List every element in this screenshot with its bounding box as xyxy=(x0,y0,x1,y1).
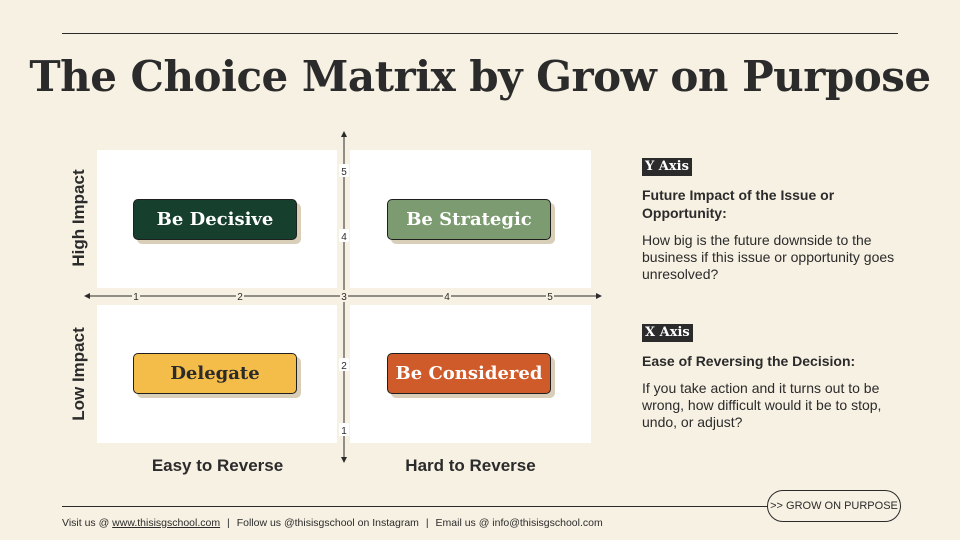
x-tick-label: 3 xyxy=(341,292,347,303)
x-axis-subheading: Ease of Reversing the Decision: xyxy=(642,353,856,369)
x-tick-bg xyxy=(132,290,140,302)
footer-separator: | xyxy=(425,517,429,529)
y-tick-bg xyxy=(339,229,349,242)
x-tick-bg xyxy=(236,290,244,302)
quadrant-be-considered: Be Considered xyxy=(387,353,551,394)
y-label-low-impact: Low Impact xyxy=(69,327,88,421)
y-tick-label: 1 xyxy=(341,426,347,437)
y-label-high-impact: High Impact xyxy=(69,169,88,267)
grow-on-purpose-button[interactable]: >> GROW ON PURPOSE xyxy=(767,490,901,522)
x-axis-arrow-left xyxy=(84,293,90,299)
x-axis-arrow-right xyxy=(596,293,602,299)
quadrant-be-strategic: Be Strategic xyxy=(387,199,551,240)
x-tick-label: 2 xyxy=(237,292,243,303)
footer-visit-prefix: Visit us @ xyxy=(62,517,110,529)
footer-separator: | xyxy=(227,517,230,529)
footer: Visit us @ www.thisisgschool.com | Follo… xyxy=(62,517,603,529)
x-axis-heading: X Axis xyxy=(642,324,693,342)
x-axis-description: If you take action and it turns out to b… xyxy=(642,380,882,430)
x-tick-label: 4 xyxy=(444,292,450,303)
website-link[interactable]: www.thisisgschool.com xyxy=(112,517,221,529)
y-axis-arrow-down xyxy=(341,457,347,463)
y-tick-bg xyxy=(339,358,349,371)
x-label-hard-to-reverse: Hard to Reverse xyxy=(405,456,536,475)
page-title: The Choice Matrix by Grow on Purpose xyxy=(29,52,931,101)
y-axis-heading: Y Axis xyxy=(642,158,692,176)
x-tick-bg xyxy=(340,290,348,302)
x-tick-label: 5 xyxy=(547,292,553,303)
quadrant-delegate: Delegate xyxy=(133,353,297,394)
x-tick-bg xyxy=(443,290,451,302)
bottom-divider xyxy=(62,506,767,507)
y-tick-label: 2 xyxy=(341,361,347,372)
footer-follow-text: Follow us @thisisgschool on Instagram xyxy=(236,517,419,529)
x-axis-explanation: X Axis Ease of Reversing the Decision: I… xyxy=(642,323,912,431)
y-axis-subheading: Future Impact of the Issue or Opportunit… xyxy=(642,187,835,221)
x-tick-label: 1 xyxy=(133,292,139,303)
top-divider xyxy=(62,33,898,34)
y-tick-label: 5 xyxy=(341,167,347,178)
y-axis-explanation: Y Axis Future Impact of the Issue or Opp… xyxy=(642,157,912,283)
y-tick-label: 4 xyxy=(341,232,347,243)
x-tick-bg xyxy=(546,290,554,302)
quadrant-be-decisive: Be Decisive xyxy=(133,199,297,240)
y-axis-description: How big is the future downside to the bu… xyxy=(642,232,895,282)
footer-email-text: Email us @ info@thisisgschool.com xyxy=(435,517,603,529)
y-tick-bg xyxy=(339,423,349,436)
x-label-easy-to-reverse: Easy to Reverse xyxy=(151,456,284,475)
y-tick-bg xyxy=(339,164,349,177)
y-axis-arrow-up xyxy=(341,131,347,137)
